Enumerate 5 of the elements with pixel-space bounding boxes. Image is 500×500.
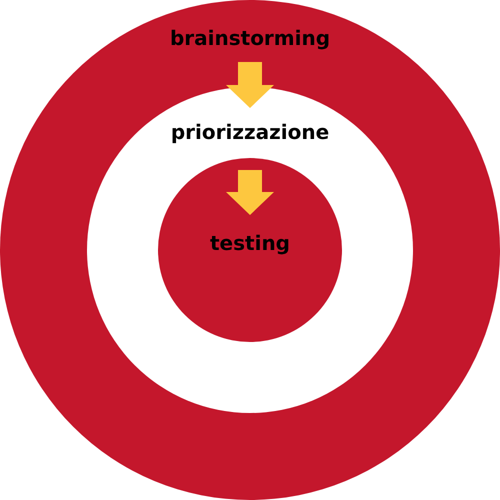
stage-label: brainstorming	[170, 25, 330, 51]
stage-label: testing	[210, 230, 290, 256]
block-arrow	[226, 62, 274, 108]
block-arrow	[226, 170, 274, 215]
stage-label: priorizzazione	[170, 119, 330, 145]
